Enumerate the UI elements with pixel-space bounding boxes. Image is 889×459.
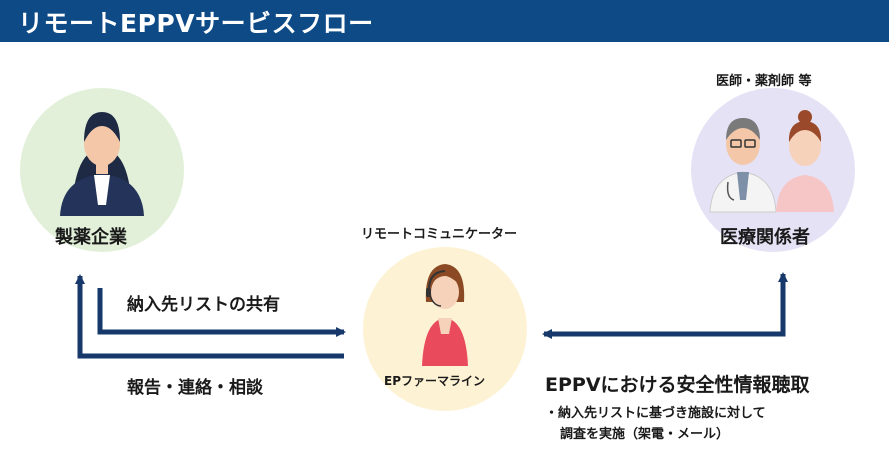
page-title: リモートEPPVサービスフロー xyxy=(18,9,374,38)
eppv-label: EPPVにおける安全性情報聴取 xyxy=(545,374,810,396)
ep-pharmaline-label: EPファーマライン xyxy=(384,374,485,388)
operator-icon xyxy=(422,264,468,366)
header-bar: リモートEPPVサービスフロー xyxy=(0,0,889,42)
businesswoman-icon xyxy=(60,112,144,216)
doctors-pharmacists-label: 医師・薬剤師 等 xyxy=(716,74,812,89)
eppv-detail-line1: ・納入先リストに基づき施設に対して xyxy=(545,406,766,421)
medical-node xyxy=(691,88,855,252)
doctor-icon xyxy=(709,118,777,213)
eppv-arrow-to-medical xyxy=(683,272,788,337)
share-arrow xyxy=(97,288,346,337)
report-label: 報告・連絡・相談 xyxy=(127,378,263,398)
nurse-icon xyxy=(776,110,834,212)
medical-label: 医療関係者 xyxy=(720,227,810,248)
share-list-label: 納入先リストの共有 xyxy=(127,295,280,315)
eppv-detail-line2: 調査を実施（架電・メール） xyxy=(560,427,730,442)
remote-communicator-label: リモートコミュニケーター xyxy=(361,227,518,242)
report-arrow xyxy=(75,274,344,359)
pharma-label: 製薬企業 xyxy=(55,227,127,248)
